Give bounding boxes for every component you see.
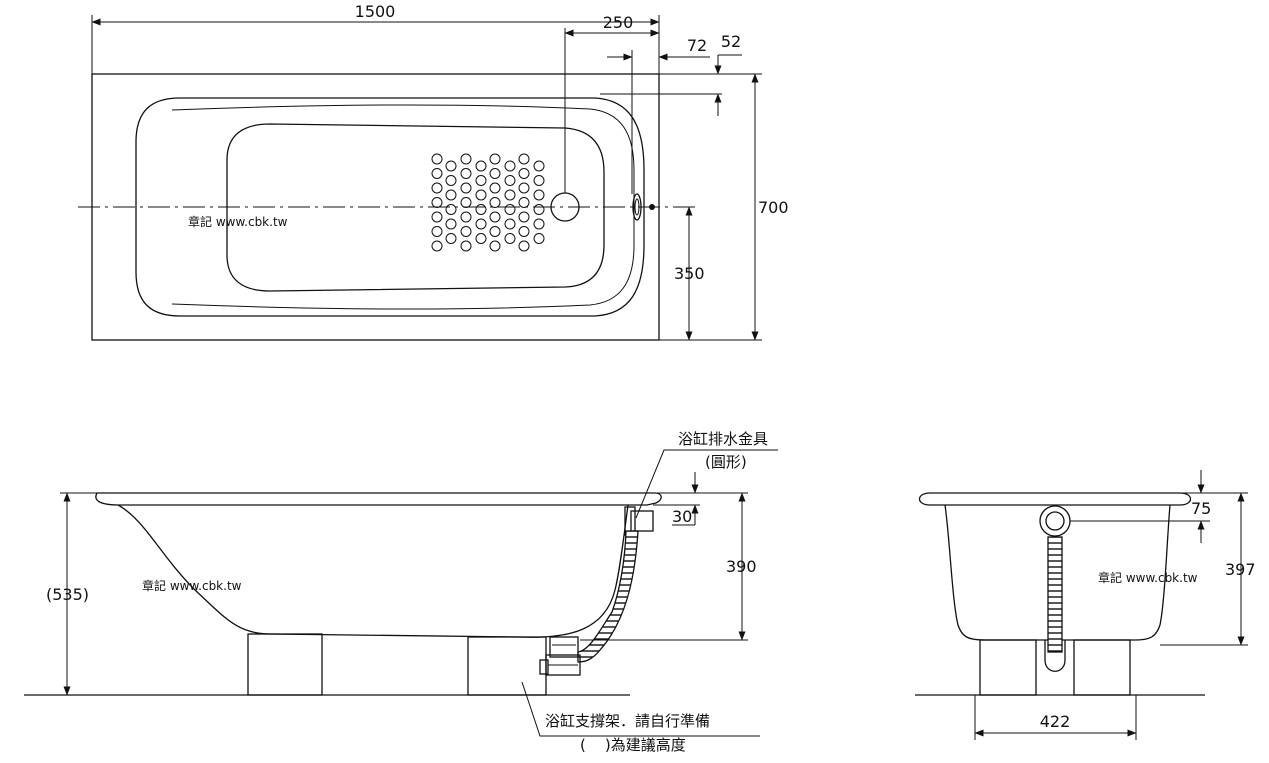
anti-slip-dot	[431, 240, 443, 252]
anti-slip-dot	[445, 189, 457, 201]
watermark-end: 章記 www.cbk.tw	[1098, 570, 1198, 585]
anti-slip-dot	[518, 197, 530, 208]
anti-slip-dot	[533, 160, 545, 172]
anti-slip-dot	[475, 218, 487, 230]
watermark-top: 章記 www.cbk.tw	[188, 214, 288, 229]
label-drain-fitting: 浴缸排水金具	[678, 430, 768, 448]
anti-slip-dot	[504, 189, 516, 201]
anti-slip-dot	[460, 226, 472, 237]
anti-slip-dot	[431, 153, 443, 165]
side-view-rim	[95, 492, 662, 506]
anti-slip-dot	[475, 204, 487, 215]
anti-slip-dot	[460, 211, 472, 223]
drain-outlet	[539, 659, 549, 675]
anti-slip-dot	[518, 226, 530, 237]
dim-overall-length: 1500	[355, 2, 396, 21]
leader-drain-fitting	[635, 449, 778, 519]
anti-slip-dot	[504, 160, 516, 172]
anti-slip-dot	[431, 226, 443, 237]
dim-rim-to-outlet: 30	[672, 507, 692, 526]
anti-slip-dot	[460, 197, 472, 208]
label-support-note: 浴缸支撐架．請自行準備	[545, 712, 710, 730]
end-view-rim	[918, 492, 1192, 506]
anti-slip-dot	[460, 168, 472, 179]
anti-slip-dot	[533, 218, 545, 230]
leader-support	[521, 681, 760, 737]
anti-slip-dot	[489, 168, 501, 179]
side-view-shell	[117, 504, 629, 638]
dim-support-width: 422	[1040, 712, 1071, 731]
anti-slip-dot	[489, 153, 501, 165]
anti-slip-dot	[431, 197, 443, 208]
anti-slip-dot	[504, 218, 516, 230]
anti-slip-dot	[460, 240, 472, 252]
dim-overall-height: (535)	[46, 585, 89, 604]
drain-waste-fitting	[549, 636, 579, 658]
overflow-ring-inner	[1045, 511, 1065, 531]
support-block-right	[467, 636, 547, 696]
dim-overflow-offset: 72	[687, 36, 707, 55]
dim-end-depth: 397	[1225, 560, 1256, 579]
anti-slip-dot	[489, 182, 501, 194]
top-view-inner-rim	[135, 97, 645, 317]
anti-slip-dot	[445, 175, 457, 186]
anti-slip-dot	[533, 189, 545, 201]
anti-slip-dot	[518, 168, 530, 179]
anti-slip-dot	[518, 211, 530, 223]
anti-slip-dot	[504, 204, 516, 215]
anti-slip-dot	[489, 211, 501, 223]
anti-slip-dot	[431, 182, 443, 194]
overflow-fitting-body	[630, 510, 654, 532]
side-view: 章記 www.cbk.tw (535) 30 390 浴缸排水金具 (圓形) 浴…	[24, 430, 778, 754]
dim-rim-offset: 52	[721, 32, 741, 51]
dim-half-width: 350	[674, 264, 705, 283]
anti-slip-dot	[504, 175, 516, 186]
end-support-block-right	[1073, 639, 1131, 696]
label-recommended-height: ( )為建議高度	[580, 736, 686, 754]
anti-slip-dot	[460, 182, 472, 194]
dim-end-rim-offset: 75	[1191, 499, 1211, 518]
overflow-ring-outer	[1039, 505, 1071, 537]
drain-hose	[577, 530, 639, 663]
anti-slip-dot	[518, 153, 530, 165]
support-block-left	[247, 633, 323, 696]
dim-drain-offset: 250	[603, 13, 634, 32]
dim-depth: 390	[726, 557, 757, 576]
top-view-basin	[226, 123, 605, 292]
anti-slip-dot	[533, 233, 545, 244]
anti-slip-dot	[475, 175, 487, 186]
anti-slip-dot	[489, 240, 501, 252]
anti-slip-dot	[518, 240, 530, 252]
drain-trap	[545, 654, 581, 676]
top-view-ledge-line	[171, 104, 635, 310]
anti-slip-dot	[445, 204, 457, 215]
anti-slip-dot-pattern	[431, 153, 545, 252]
anti-slip-dot	[533, 204, 545, 215]
watermark-side: 章記 www.cbk.tw	[142, 578, 242, 593]
anti-slip-dot	[475, 189, 487, 201]
anti-slip-dot	[504, 233, 516, 244]
top-view: 章記 www.cbk.tw 1500 250 72 52 700 350	[78, 2, 789, 341]
anti-slip-dot	[533, 175, 545, 186]
end-view: 章記 www.cbk.tw 75 397 422	[915, 470, 1256, 740]
label-drain-fitting-shape: (圓形)	[705, 453, 747, 471]
anti-slip-dot	[445, 233, 457, 244]
anti-slip-dot	[431, 211, 443, 223]
anti-slip-dot	[475, 233, 487, 244]
dim-overall-width: 700	[758, 198, 789, 217]
anti-slip-dot	[460, 153, 472, 165]
end-support-block-left	[979, 639, 1037, 696]
anti-slip-dot	[489, 197, 501, 208]
anti-slip-dot	[431, 168, 443, 179]
end-drain-hose	[1047, 536, 1063, 653]
end-drain-trap	[1044, 640, 1066, 672]
anti-slip-dot	[445, 160, 457, 172]
anti-slip-dot	[475, 160, 487, 172]
anti-slip-dot	[445, 218, 457, 230]
anti-slip-dot	[518, 182, 530, 194]
anti-slip-dot	[489, 226, 501, 237]
